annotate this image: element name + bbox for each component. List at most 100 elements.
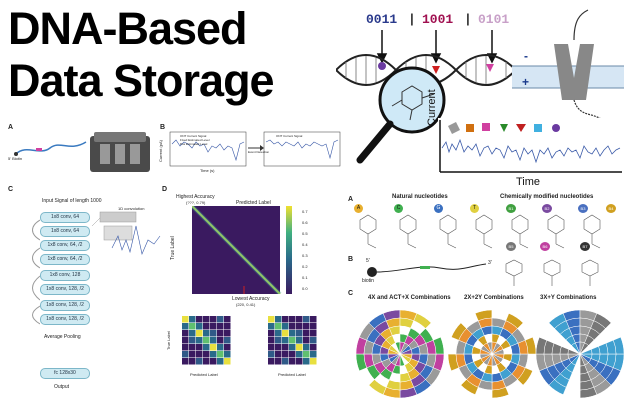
heatmap-cell <box>303 316 310 323</box>
heatmap-cell <box>282 330 289 337</box>
heatmap-cell <box>217 344 224 351</box>
title-line-2: Data Storage <box>8 55 275 106</box>
bit-group-3: 0101 <box>478 12 510 27</box>
colorbar-tick: 0.4 <box>302 242 308 247</box>
event-detection-label: Event Detection <box>248 150 270 154</box>
combo-title-1: 4X and ACT+X Combinations <box>368 295 451 301</box>
heatmap-cell <box>275 344 282 351</box>
convolution-illustration <box>92 211 161 255</box>
heatmap-cell <box>203 323 210 330</box>
colorbar-tick: 0.1 <box>302 275 308 280</box>
fc-layer: fc 128x30 <box>40 368 90 379</box>
heatmap-cell <box>303 337 310 344</box>
heatmap-cell <box>310 344 317 351</box>
heatmap-cell <box>196 323 203 330</box>
true-label: True Label <box>170 236 176 260</box>
heatmap-cell <box>275 358 282 365</box>
conv-layer-4: 1x8 conv, 64, /2 <box>40 254 90 265</box>
heatmap-cell <box>210 316 217 323</box>
heatmap-cell <box>296 316 303 323</box>
heatmap-cell <box>189 316 196 323</box>
heatmap-cell <box>275 351 282 358</box>
svg-text:+: + <box>522 75 529 89</box>
heatmap-cell <box>196 330 203 337</box>
trace-x-label: Time (s) <box>200 168 215 173</box>
bit-group-2: 1001 <box>422 12 454 27</box>
skip-connections <box>32 219 40 325</box>
dna-sequencing-illustration: 0011 | 1001 | 0101 <box>336 0 624 190</box>
heatmap-cell <box>268 330 275 337</box>
heatmap-cell <box>310 337 317 344</box>
bit-group-1: 0011 <box>366 12 398 27</box>
heatmap-cell <box>296 351 303 358</box>
modified-base-structures <box>505 259 599 286</box>
trace2-legend: ONT Current Signal <box>276 134 303 138</box>
heatmap-cell <box>182 323 189 330</box>
natural-nucleotides-title: Natural nucleotides <box>392 194 448 200</box>
heatmap-cell <box>268 351 275 358</box>
heatmap-cell <box>196 337 203 344</box>
heatmap-cell <box>275 330 282 337</box>
sequencer-device-image <box>90 132 150 172</box>
heatmap-cell <box>203 344 210 351</box>
heatmap-cell <box>182 316 189 323</box>
output-label: Output <box>54 384 70 390</box>
heatmap-cell <box>224 358 231 365</box>
five-prime-label: 5' <box>366 258 370 264</box>
biotin-label: 5' Biotin <box>8 156 23 161</box>
heatmap-cell <box>203 351 210 358</box>
heatmap-cell <box>210 344 217 351</box>
three-prime-label: 3' <box>488 260 492 266</box>
panel-combo-letter: C <box>348 290 354 297</box>
svg-text:-: - <box>524 49 528 63</box>
lowest-accuracy-value: (220, 0.41) <box>236 302 256 307</box>
heatmap-cell <box>310 351 317 358</box>
heatmap-cell <box>196 344 203 351</box>
heatmap-cell <box>282 323 289 330</box>
heatmap-cell <box>182 358 189 365</box>
heatmap-cell <box>189 344 196 351</box>
heatmap-cell <box>310 358 317 365</box>
conv-layer-6: 1x8 conv, 128, /2 <box>40 284 90 295</box>
dna-helix-graphic: + - <box>336 9 624 174</box>
combo-title-2: 2X+2Y Combinations <box>464 295 524 301</box>
heatmap-cell <box>217 337 224 344</box>
heatmap-cell <box>289 337 296 344</box>
heatmap-cell <box>289 358 296 365</box>
mod-badge: B3 <box>578 204 588 213</box>
heatmap-cell <box>303 323 310 330</box>
separator-1: | <box>408 12 416 27</box>
heatmap-cell <box>210 323 217 330</box>
colorbar-tick: 0.3 <box>302 253 308 258</box>
colorbar-tick: 0.2 <box>302 264 308 269</box>
wheel-segment <box>491 349 505 355</box>
wheel-segment <box>579 349 593 355</box>
predicted-label: Predicted Label <box>236 200 271 206</box>
heatmap-cell <box>289 323 296 330</box>
heatmap-cell <box>303 358 310 365</box>
heatmap-cell <box>268 323 275 330</box>
heatmap-cell <box>196 316 203 323</box>
mod-badge: B1 <box>506 204 516 213</box>
conv-layer-1: 1x8 conv, 64 <box>40 212 90 223</box>
heatmap-cell <box>182 344 189 351</box>
nanopore-membrane: + - <box>512 9 624 151</box>
trace1-legend-1: ONT Current Signal <box>180 134 207 138</box>
panel-a-letter: A <box>8 124 14 131</box>
heatmap-cell <box>224 323 231 330</box>
panel-c-letter: C <box>8 186 14 193</box>
small-true-label: True Label <box>166 331 171 350</box>
heatmap-cell <box>182 337 189 344</box>
heatmap-cell <box>268 344 275 351</box>
panel-nuc-letter: A <box>348 196 354 203</box>
conv-layer-3: 1x8 conv, 64, /2 <box>40 240 90 251</box>
modified-nucleotides-title: Chemically modified nucleotides <box>500 194 594 200</box>
heatmap-cell <box>189 323 196 330</box>
avg-pooling-label: Average Pooling <box>44 334 81 340</box>
combo-title-3: 3X+Y Combinations <box>540 295 597 301</box>
trace-y-label: Current (pA) <box>158 139 163 162</box>
mod-badge: B7 <box>580 242 590 251</box>
lowest-accuracy-label: Lowest Accuracy <box>232 296 270 302</box>
heatmap-cell <box>217 323 224 330</box>
title-line-1: DNA-Based <box>8 3 248 54</box>
